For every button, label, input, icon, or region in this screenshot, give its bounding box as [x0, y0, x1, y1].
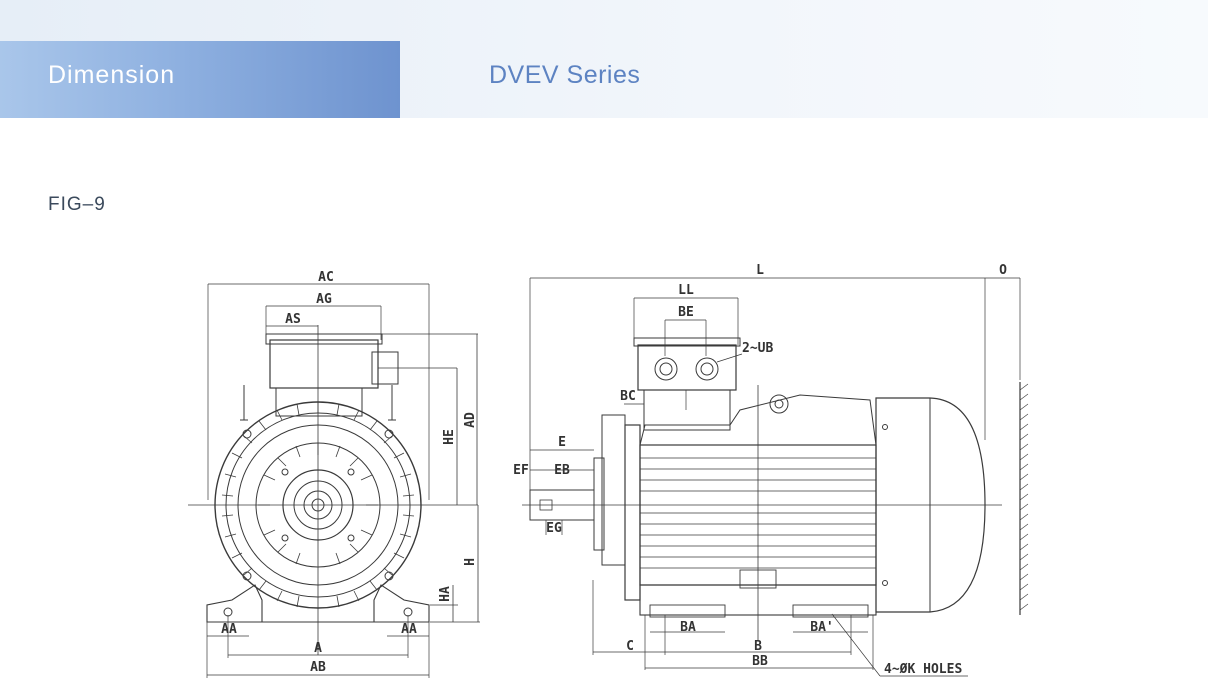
dim-be: BE: [678, 305, 694, 320]
dim-ll: LL: [678, 283, 694, 298]
dim-2-ub: 2~UB: [742, 341, 773, 356]
dim-ac: AC: [318, 270, 334, 285]
dim-a: A: [314, 641, 322, 656]
dim-bc: BC: [620, 389, 636, 404]
dim-l: L: [756, 263, 764, 278]
front-view: [188, 283, 480, 678]
dim-ba-left: BA: [680, 620, 696, 635]
dim-bb: BB: [752, 654, 768, 669]
dim-ba-right: BA': [810, 620, 833, 635]
header-section-block: [0, 41, 400, 118]
dim-as: AS: [285, 312, 301, 327]
dim-holes: 4~ØK HOLES: [884, 662, 962, 677]
series-title: DVEV Series: [489, 61, 641, 89]
figure-label: FIG–9: [48, 194, 106, 215]
section-title: Dimension: [48, 61, 176, 89]
dim-ha: HA: [438, 586, 453, 602]
dim-aa-left: AA: [221, 622, 237, 637]
dim-ag: AG: [316, 292, 332, 307]
dim-ad: AD: [463, 412, 478, 428]
dim-eg: EG: [546, 521, 562, 536]
side-view: [522, 277, 1029, 677]
dim-e: E: [558, 435, 566, 450]
dim-he: HE: [442, 429, 457, 445]
dim-eb: EB: [554, 463, 570, 478]
dim-c: C: [626, 639, 634, 654]
dim-ab: AB: [310, 660, 326, 675]
dim-o: O: [999, 263, 1007, 278]
dim-h: H: [463, 558, 478, 566]
dim-b: B: [754, 639, 762, 654]
dim-aa-right: AA: [401, 622, 417, 637]
dim-ef: EF: [513, 463, 529, 478]
